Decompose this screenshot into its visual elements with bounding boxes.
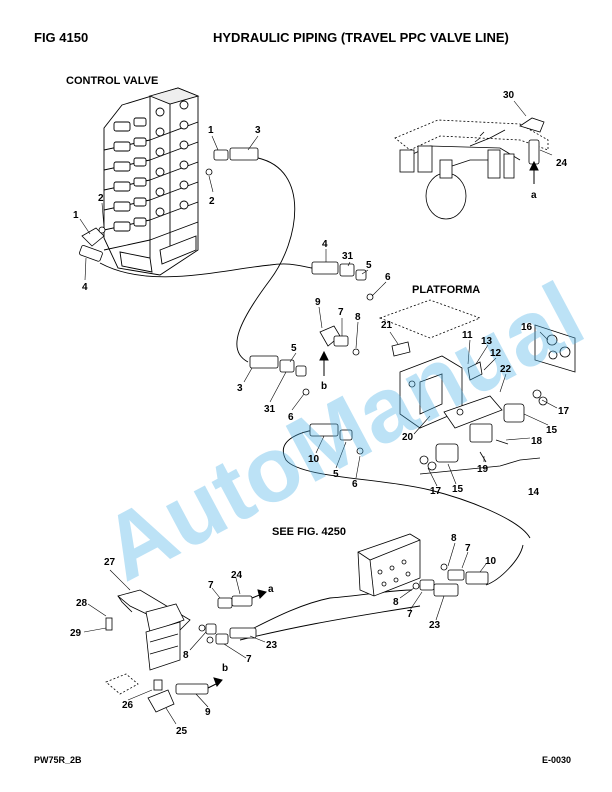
fittings-left (79, 147, 259, 262)
callout: 17 (558, 406, 570, 417)
callout: 31 (342, 251, 354, 262)
footer-code: E-0030 (542, 755, 572, 765)
callout: 17 (430, 486, 442, 497)
callout-numbers: 1 3 2 2 1 4 30 24 a 4 31 5 6 9 7 8 b 21 … (70, 90, 570, 737)
callout: 6 (385, 272, 391, 283)
callout: 9 (315, 297, 321, 308)
callout: 20 (402, 432, 414, 443)
callout: 7 (246, 654, 252, 665)
callout: 19 (477, 464, 489, 475)
callout: 13 (481, 336, 493, 347)
callout: 23 (266, 640, 278, 651)
callout: 16 (521, 322, 533, 333)
callout: 4 (82, 282, 88, 293)
figure-title: HYDRAULIC PIPING (TRAVEL PPC VALVE LINE) (213, 30, 509, 45)
callout: 21 (381, 320, 393, 331)
leader-lines (79, 100, 558, 725)
callout: 8 (183, 650, 189, 661)
pedal-assembly (105, 589, 257, 713)
callout: 2 (98, 193, 104, 204)
platforma-label: PLATFORMA (412, 284, 481, 296)
fittings-middle (249, 261, 374, 455)
callout: 22 (500, 364, 512, 375)
callout: 10 (308, 454, 320, 465)
callout: 3 (255, 125, 261, 136)
callout: 29 (70, 628, 82, 639)
callout: 7 (208, 580, 214, 591)
see-fig-label: SEE FIG. 4250 (272, 526, 346, 538)
figure-number: FIG 4150 (34, 30, 89, 45)
callout: a (268, 584, 274, 595)
callout: 28 (76, 598, 88, 609)
callout: 7 (338, 307, 344, 318)
callout: 7 (465, 543, 471, 554)
callout: 1 (73, 210, 79, 221)
flow-arrows (207, 160, 539, 689)
callout: 15 (452, 484, 464, 495)
callout: 5 (291, 343, 297, 354)
pilot-block-drawing (394, 117, 549, 220)
callout: 12 (490, 348, 502, 359)
group-bracket-14 (419, 457, 541, 475)
callout: 5 (366, 260, 372, 271)
hoses (99, 157, 531, 641)
control-valve-label: CONTROL VALVE (66, 75, 159, 87)
callout: 1 (208, 125, 214, 136)
callout: 2 (209, 196, 215, 207)
callout: 27 (104, 557, 116, 568)
callout: 7 (407, 609, 413, 620)
callout: 15 (546, 425, 558, 436)
callout: 8 (451, 533, 457, 544)
see-fig-block (357, 533, 489, 597)
callout: 8 (355, 312, 361, 323)
callout: 18 (531, 436, 543, 447)
callout: 31 (264, 404, 276, 415)
control-valve-drawing (103, 87, 200, 276)
footer-model: PW75R_2B (34, 755, 82, 765)
callout: 24 (556, 158, 568, 169)
callout: 30 (503, 90, 515, 101)
callout: a (531, 190, 537, 201)
callout: 8 (393, 597, 399, 608)
callout: 6 (352, 479, 358, 490)
callout: 6 (288, 412, 294, 423)
callout: 9 (205, 707, 211, 718)
callout: 4 (322, 239, 328, 250)
callout: 10 (485, 556, 497, 567)
callout: 25 (176, 726, 188, 737)
callout: b (222, 663, 228, 674)
callout: 23 (429, 620, 441, 631)
callout: 11 (462, 330, 473, 341)
callout: 3 (237, 383, 243, 394)
callout: 14 (528, 487, 540, 498)
callout: 26 (122, 700, 134, 711)
callout: b (321, 381, 327, 392)
callout: 24 (231, 570, 243, 581)
platforma-bracket (378, 299, 576, 471)
callout: 5 (333, 469, 339, 480)
